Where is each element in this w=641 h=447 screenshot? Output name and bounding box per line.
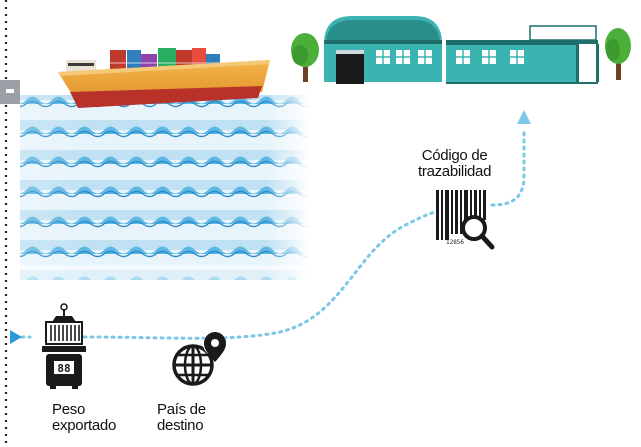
label-peso-line2: exportado	[52, 417, 117, 434]
arrow-up-icon	[517, 110, 531, 124]
label-pais-destino: País de destino	[157, 402, 206, 434]
flow-path-upper	[490, 128, 526, 207]
scale-display: 88	[57, 362, 70, 375]
label-codigo-line2: trazabilidad	[418, 163, 492, 180]
label-peso-line1: Peso	[52, 401, 85, 418]
tree-icon	[291, 33, 319, 82]
flow-path-lower	[20, 210, 437, 340]
label-codigo-trazabilidad: Código de trazabilidad	[418, 148, 491, 180]
arrow-right-icon	[10, 330, 22, 344]
barcode-digits: 12856	[446, 239, 464, 246]
globe-pin-icon	[172, 332, 227, 386]
ship-icon	[58, 48, 270, 108]
label-pais-line1: País de	[157, 401, 206, 418]
tree-icon	[605, 28, 631, 80]
warehouse-icon	[324, 16, 599, 84]
barcode-search-icon: 12856	[436, 190, 495, 250]
label-codigo-line1: Código de	[421, 147, 488, 164]
label-peso-exportado: Peso exportado	[52, 402, 116, 434]
label-pais-line2: destino	[157, 417, 204, 434]
sea	[20, 95, 310, 280]
scale-icon: 88	[42, 303, 86, 389]
